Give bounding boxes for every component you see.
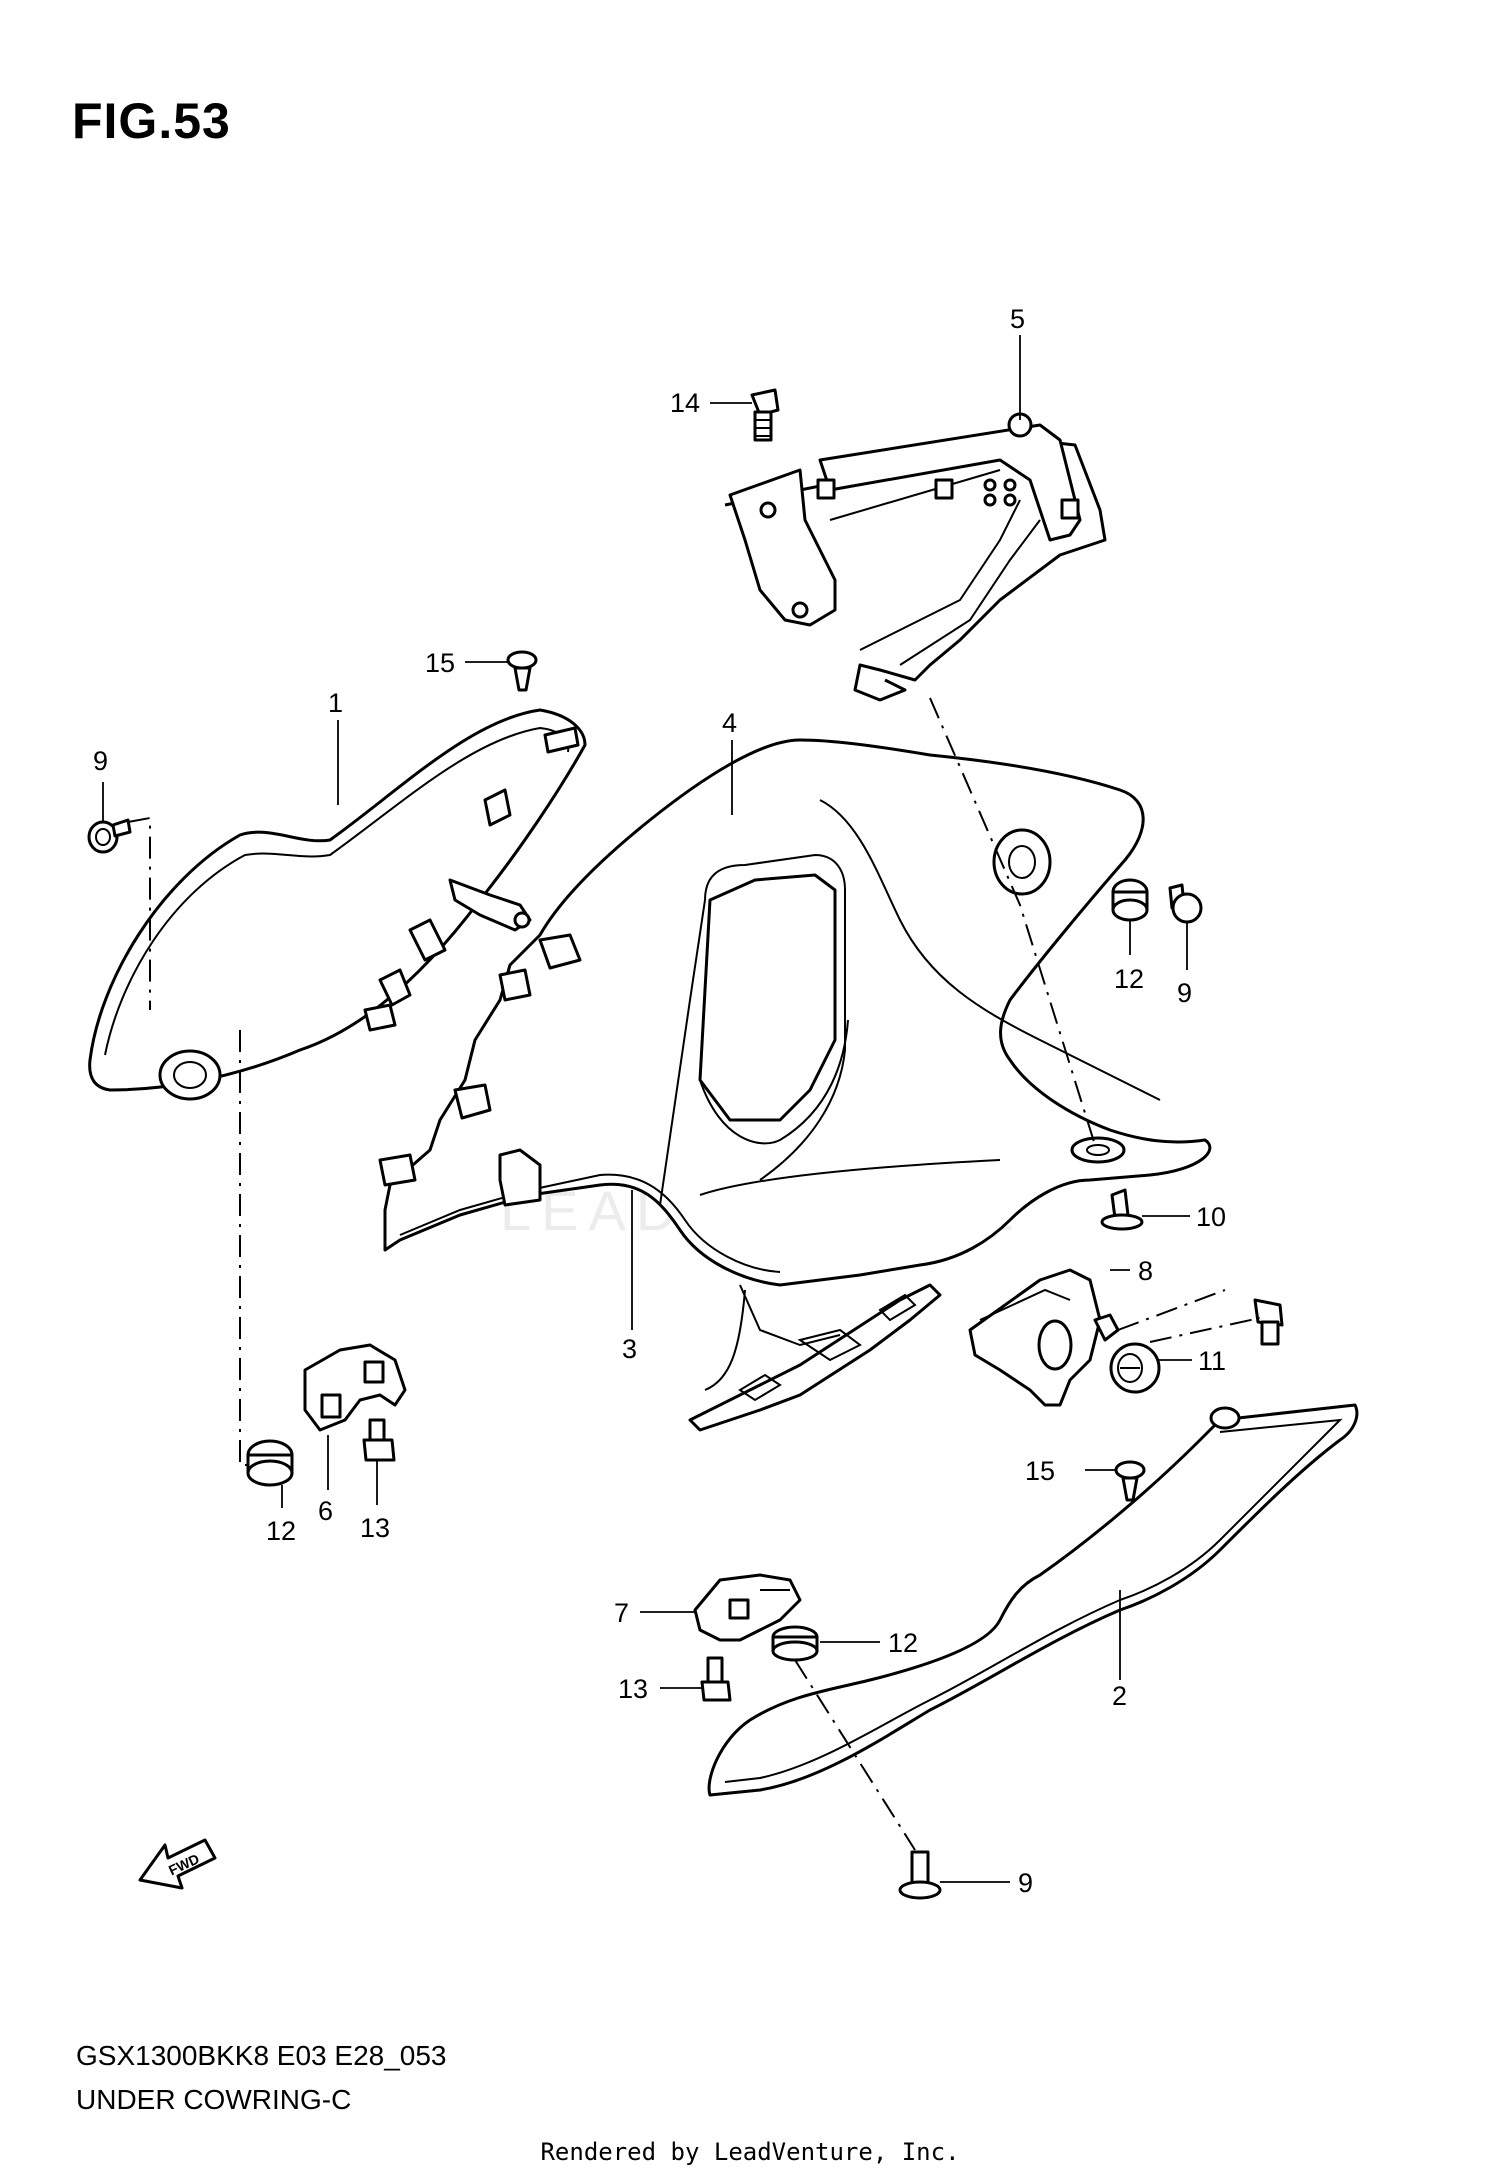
callout-2[interactable]: 2 [1112,1681,1127,1711]
callout-5[interactable]: 5 [1010,304,1025,334]
part-13-bolt-left[interactable] [362,1418,396,1462]
part-9-bolt-right[interactable] [1168,883,1203,924]
part-7-bracket[interactable] [693,1573,802,1642]
part-1-side-cover[interactable] [88,708,587,1101]
bolt-right[interactable] [1253,1298,1284,1346]
callout-12-right[interactable]: 12 [1114,964,1144,994]
callout-12-lower[interactable]: 12 [888,1628,918,1658]
model-code: GSX1300BKK8 E03 E28_053 [76,2040,447,2071]
callout-15-upper[interactable]: 15 [425,648,455,678]
part-15-screw-upper[interactable] [506,650,538,692]
part-3-strip[interactable] [688,1283,942,1432]
alignment-lines [127,697,1261,1851]
callout-12-left[interactable]: 12 [266,1516,296,1546]
callout-3[interactable]: 3 [622,1334,637,1364]
figure-title: FIG.53 [72,93,231,149]
part-12-spacer-left[interactable] [246,1439,294,1487]
callout-1[interactable]: 1 [328,688,343,718]
part-12-spacer-lower[interactable] [771,1625,819,1662]
callout-6[interactable]: 6 [318,1496,333,1526]
callouts: 1 2 3 4 5 6 7 8 9 9 9 10 11 12 12 12 13 … [93,304,1226,1898]
part-2-lower-cover[interactable] [707,1403,1359,1797]
callout-11[interactable]: 11 [1198,1346,1226,1376]
fwd-arrow-icon: FWD [138,1838,217,1890]
part-11-grommet[interactable] [1109,1342,1161,1394]
callout-4[interactable]: 4 [722,708,737,738]
callout-15-lower[interactable]: 15 [1025,1456,1055,1486]
part-10-bolt[interactable] [1100,1188,1144,1231]
callout-10[interactable]: 10 [1196,1202,1226,1232]
part-5-bracket[interactable] [724,412,1107,702]
callout-7[interactable]: 7 [614,1598,629,1628]
diagram-name: UNDER COWRING-C [76,2084,352,2115]
part-8-bracket[interactable] [968,1268,1120,1407]
part-13-bolt-lower[interactable] [700,1656,732,1702]
part-9-bolt-bottom[interactable] [898,1850,942,1900]
callout-9-right[interactable]: 9 [1177,978,1192,1008]
part-6-bracket[interactable] [303,1343,407,1432]
part-14-bolt[interactable] [750,388,780,442]
render-credit: Rendered by LeadVenture, Inc. [540,2138,960,2166]
part-15-screw-lower[interactable] [1114,1460,1146,1502]
leader-lines [102,335,1192,1883]
part-9-bolt-left[interactable] [87,818,132,854]
callout-9-left[interactable]: 9 [93,746,108,776]
callout-8[interactable]: 8 [1138,1256,1153,1286]
callout-9-bottom[interactable]: 9 [1018,1868,1033,1898]
part-12-spacer-upper[interactable] [1111,878,1149,922]
callout-14[interactable]: 14 [670,388,700,418]
part-4-under-cowl[interactable] [378,738,1212,1391]
callout-13-left[interactable]: 13 [360,1513,390,1543]
callout-13-lower[interactable]: 13 [618,1674,648,1704]
